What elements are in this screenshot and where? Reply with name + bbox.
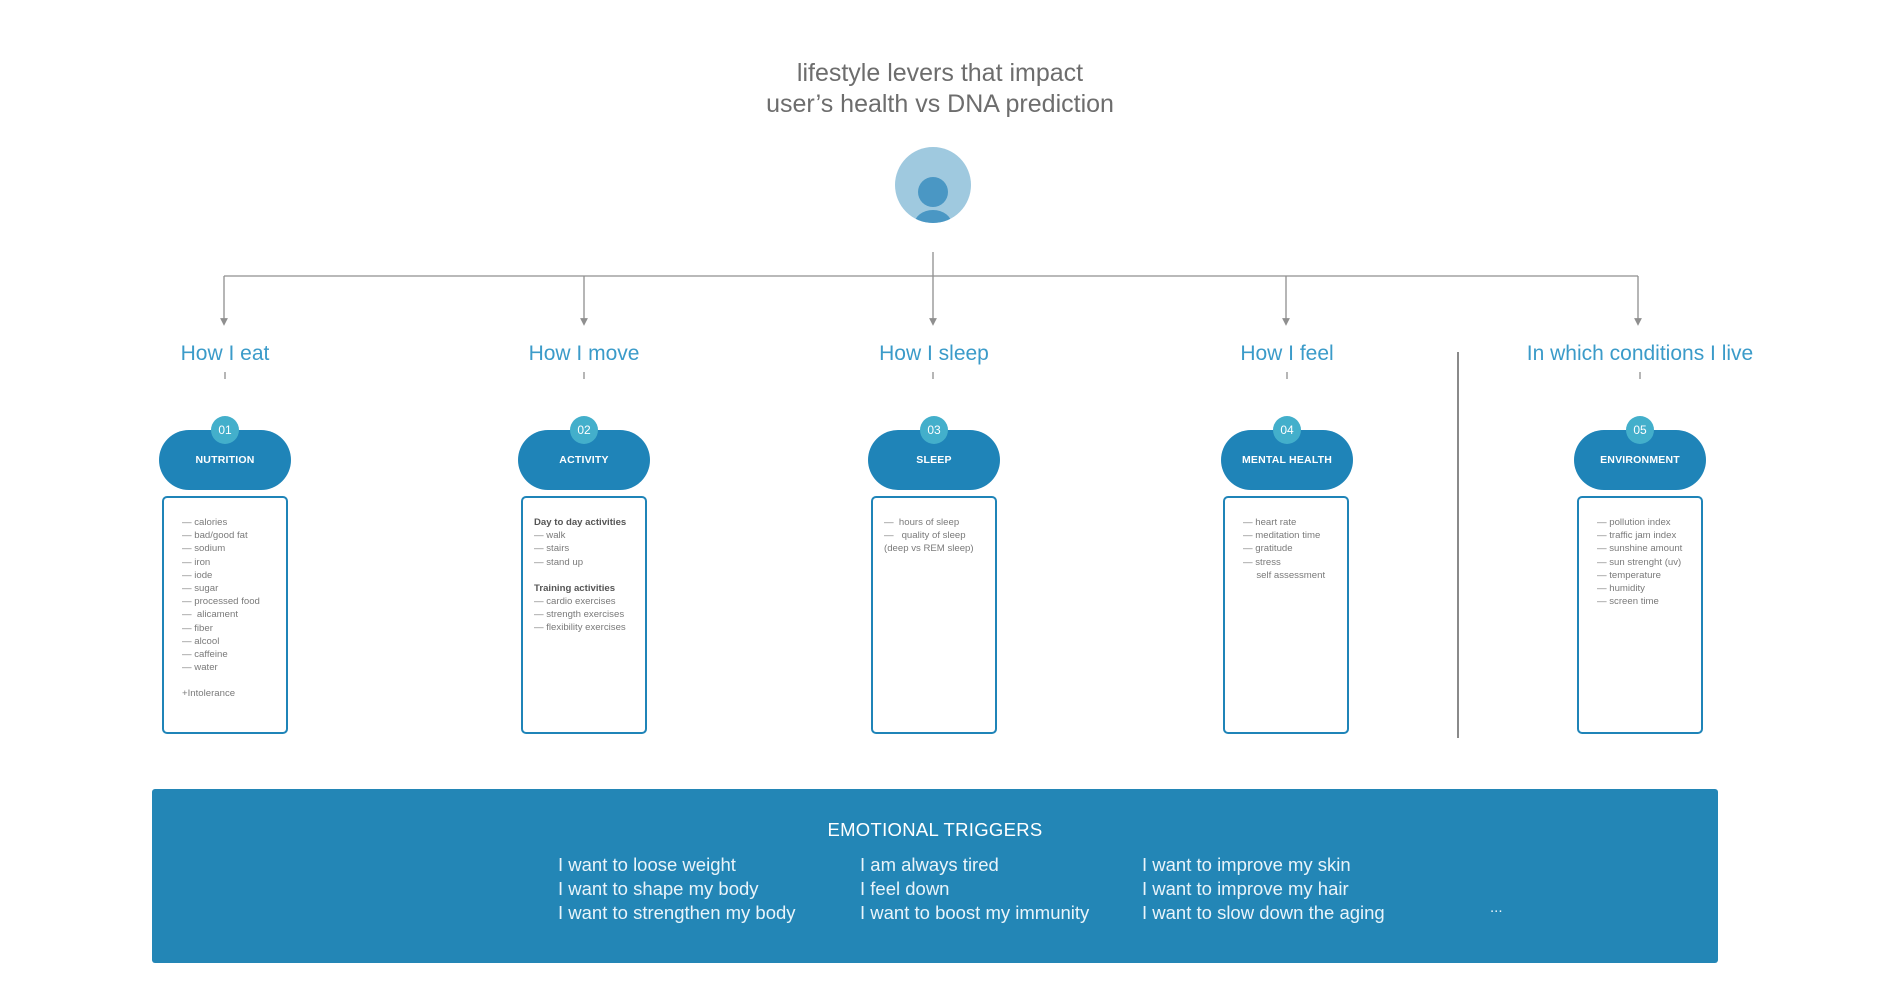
section-heading: Day to day activities	[534, 517, 627, 528]
list-item: — strength exercises	[534, 609, 625, 621]
card-environment: — pollution index — traffic jam index — …	[1577, 496, 1703, 734]
spacer	[182, 674, 278, 687]
list-item: — flexibility exercises	[534, 622, 626, 634]
trigger-column-3: I want to improve my skin I want to impr…	[1142, 853, 1385, 925]
list-item: — sun strenght (uv)	[1597, 556, 1682, 568]
list-item: — traffic jam index	[1597, 530, 1677, 542]
list-item: — iode	[182, 569, 213, 581]
list-item: — meditation time	[1243, 530, 1321, 542]
badge-number-02: 02	[570, 416, 598, 444]
list-item: — screen time	[1597, 596, 1659, 608]
card-nutrition: — calories — bad/good fat — sodium — iro…	[162, 496, 288, 734]
more-ellipsis: ...	[1490, 899, 1503, 916]
section-heading: Training activities	[534, 582, 616, 594]
list-item: — hours of sleep	[884, 517, 960, 528]
category-title-feel: How I feel	[1240, 342, 1334, 365]
list-item: — quality of sleep	[884, 530, 966, 542]
trigger-item: I want to improve my skin	[1142, 854, 1351, 875]
list-item: — heart rate	[1243, 517, 1297, 528]
trigger-item: I want to shape my body	[558, 878, 759, 899]
list-item: — alcool	[182, 635, 220, 647]
category-title-sleep: How I sleep	[879, 342, 989, 365]
trigger-item: I want to improve my hair	[1142, 878, 1349, 899]
card-mental-health: — heart rate — meditation time — gratitu…	[1223, 496, 1349, 734]
list-item: — stress	[1243, 556, 1281, 568]
list-item: — humidity	[1597, 583, 1645, 595]
category-title-eat: How I eat	[180, 342, 270, 365]
list-item: — temperature	[1597, 569, 1661, 581]
card-activity: Day to day activities — walk — stairs — …	[521, 496, 647, 734]
avatar-body	[914, 210, 952, 223]
trigger-item: I want to strengthen my body	[558, 902, 796, 923]
list-item: — processed food	[182, 596, 260, 608]
badge-number-04: 04	[1273, 416, 1301, 444]
trigger-item: I want to slow down the aging	[1142, 902, 1385, 923]
title-line-2: user’s health vs DNA prediction	[766, 90, 1114, 118]
list-item: — bad/good fat	[182, 530, 248, 542]
list-item: — alicament	[182, 609, 238, 621]
list-item: — fiber	[182, 622, 213, 634]
list-item: — stairs	[534, 543, 570, 555]
badge-number-05: 05	[1626, 416, 1654, 444]
vertical-divider	[1457, 352, 1459, 738]
list-item: +Intolerance	[182, 688, 236, 700]
list-item: (deep vs REM sleep)	[884, 543, 974, 555]
list-item: — walk	[534, 530, 566, 542]
spacer	[534, 569, 637, 582]
category-title-move: How I move	[528, 342, 640, 365]
list-item: — stand up	[534, 556, 584, 568]
title-line-1: lifestyle levers that impact	[796, 59, 1084, 87]
list-item: self assessment	[1243, 569, 1326, 581]
list-item: — calories	[182, 517, 228, 528]
list-item: — sunshine amount	[1597, 543, 1683, 555]
trigger-item: I want to loose weight	[558, 854, 736, 875]
emotional-triggers-title: EMOTIONAL TRIGGERS	[827, 819, 1043, 840]
list-item: — caffeine	[182, 649, 228, 661]
trigger-column-1: I want to loose weight I want to shape m…	[558, 853, 796, 925]
avatar-head	[918, 177, 948, 207]
trigger-item: I want to boost my immunity	[860, 902, 1090, 923]
list-item: — water	[182, 662, 218, 674]
trigger-column-2: I am always tired I feel down I want to …	[860, 853, 1089, 925]
emotional-triggers-panel: EMOTIONAL TRIGGERS I want to loose weigh…	[152, 789, 1718, 963]
list-item: — iron	[182, 556, 211, 568]
badge-number-01: 01	[211, 416, 239, 444]
list-item: — sodium	[182, 543, 226, 555]
trigger-item: I am always tired	[860, 854, 999, 875]
list-item: — gratitude	[1243, 543, 1293, 555]
list-item: — cardio exercises	[534, 596, 616, 608]
category-title-conditions: In which conditions I live	[1526, 342, 1754, 365]
diagram-title: lifestyle levers that impact user’s heal…	[0, 58, 1880, 120]
trigger-item: I feel down	[860, 878, 950, 899]
badge-number-03: 03	[920, 416, 948, 444]
list-item: — sugar	[182, 583, 219, 595]
list-item: — pollution index	[1597, 517, 1671, 528]
card-sleep: — hours of sleep — quality of sleep (dee…	[871, 496, 997, 734]
user-avatar-icon	[895, 147, 971, 223]
